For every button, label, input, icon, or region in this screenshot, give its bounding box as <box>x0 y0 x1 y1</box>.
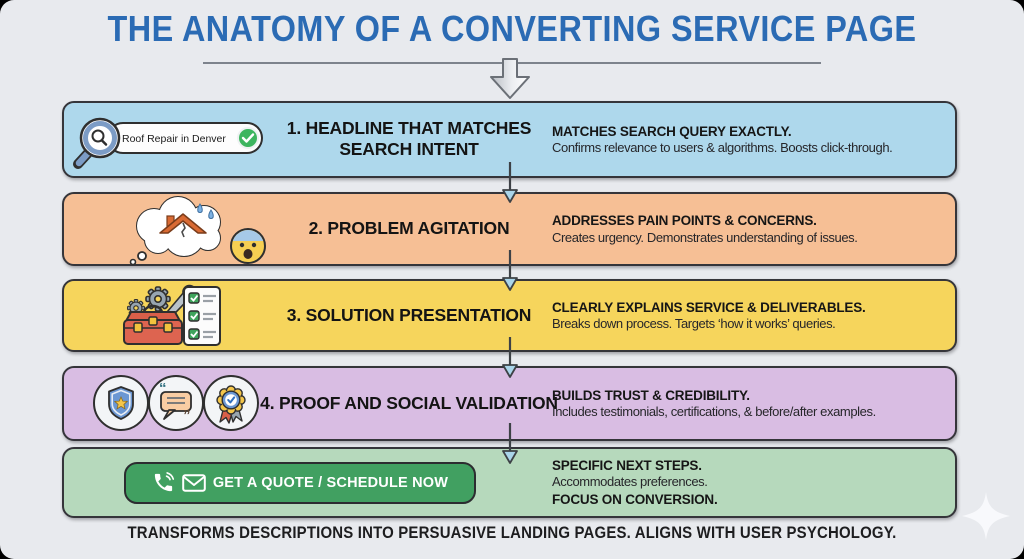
problem-desc-bold: ADDRESSES PAIN POINTS & CONCERNS. <box>552 212 817 228</box>
problem-heading: 2. PROBLEM AGITATION <box>308 218 510 239</box>
shield-star-icon <box>93 375 149 431</box>
magnifier-search-bar-icon: Roof Repair in Denver <box>73 117 263 169</box>
solution-heading: 3. SOLUTION PRESENTATION <box>286 304 532 325</box>
proof-desc-block: BUILDS TRUST & CREDIBILITY. Includes tes… <box>552 386 962 420</box>
testimonial-quote-icon: “ ” <box>148 375 204 431</box>
worried-face-icon <box>230 228 266 264</box>
cta-label: GET A QUOTE / SCHEDULE NOW <box>212 474 449 491</box>
footer-tagline: TRANSFORMS DESCRIPTIONS INTO PERSUASIVE … <box>127 523 897 542</box>
solution-desc-block: CLEARLY EXPLAINS SERVICE & DELIVERABLES.… <box>552 298 962 332</box>
headline-heading: 1. HEADLINE THAT MATCHES SEARCH INTENT <box>286 117 532 160</box>
cta-desc: Accommodates preferences. <box>552 474 708 490</box>
proof-desc-bold: BUILDS TRUST & CREDIBILITY. <box>552 387 750 403</box>
proof-icon-zone: “ ” <box>64 368 279 439</box>
envelope-icon <box>182 473 206 492</box>
headline-desc-bold: MATCHES SEARCH QUERY EXACTLY. <box>552 123 792 139</box>
flow-arrow-icon <box>502 162 518 203</box>
check-circle-icon <box>237 127 259 149</box>
headline-icon-zone: Roof Repair in Denver <box>64 103 279 176</box>
solution-desc: Breaks down process. Targets ‘how it wor… <box>552 315 836 331</box>
phone-icon <box>154 472 174 492</box>
headline-desc-block: MATCHES SEARCH QUERY EXACTLY. Confirms r… <box>552 122 962 156</box>
solution-desc-bold: CLEARLY EXPLAINS SERVICE & DELIVERABLES. <box>552 299 866 315</box>
svg-text:“: “ <box>159 380 167 397</box>
toolbox-checklist-icon <box>123 284 221 346</box>
gear-icon <box>127 286 171 317</box>
get-quote-button[interactable]: GET A QUOTE / SCHEDULE NOW <box>124 461 476 504</box>
proof-icons: “ ” <box>93 375 259 431</box>
sparkle-icon <box>962 492 1010 540</box>
damaged-roof-icon <box>159 213 207 238</box>
flow-arrow-icon <box>502 337 518 378</box>
proof-desc: Includes testimonials, certifications, &… <box>552 403 876 419</box>
problem-icon-zone <box>64 194 279 266</box>
svg-text:”: ” <box>183 407 191 424</box>
cta-desc-block: SPECIFIC NEXT STEPS. Accommodates prefer… <box>552 457 962 509</box>
search-query-text: Roof Repair in Denver <box>122 133 226 145</box>
problem-desc-block: ADDRESSES PAIN POINTS & CONCERNS. Create… <box>552 212 962 246</box>
checklist-icon <box>183 286 221 346</box>
worried-thought-bubble-icon <box>129 196 266 266</box>
magnifier-icon <box>73 117 121 169</box>
flow-arrow-icon <box>502 250 518 291</box>
proof-heading: 4. PROOF AND SOCIAL VALIDATION <box>260 392 558 413</box>
water-drop-icon <box>197 203 214 220</box>
problem-desc: Creates urgency. Demonstrates understand… <box>552 229 858 245</box>
page-title: THE ANATOMY OF A CONVERTING SERVICE PAGE <box>107 8 917 49</box>
toolbox-icon <box>123 304 183 345</box>
solution-icon-zone <box>64 281 279 350</box>
headline-desc: Confirms relevance to users & algorithms… <box>552 139 893 155</box>
cta-desc-bold: SPECIFIC NEXT STEPS. <box>552 457 702 473</box>
down-arrow-icon <box>490 58 530 99</box>
flow-arrow-icon <box>502 423 518 464</box>
award-badge-icon <box>203 375 259 431</box>
cta-desc-bold2: FOCUS ON CONVERSION. <box>552 491 718 507</box>
